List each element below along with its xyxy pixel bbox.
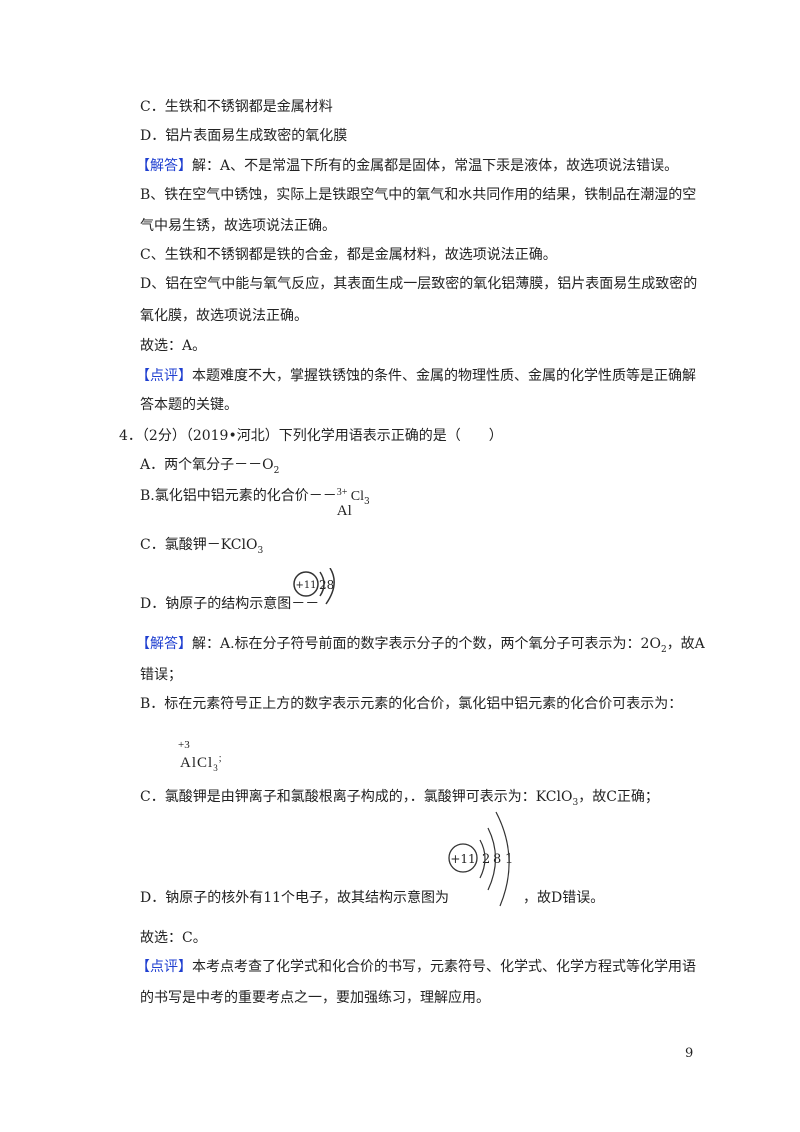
q4-option-c: C．氯酸钾－KClO3 bbox=[140, 536, 263, 560]
comment1: 【点评】本题难度不大，掌握铁锈蚀的条件、金属的物理性质、金属的化学性质等是正确解 bbox=[136, 367, 696, 385]
answer-a: 【解答】解：A、不是常温下所有的金属都是固体，常温下汞是液体，故选项说法错误。 bbox=[136, 157, 678, 175]
formula-valence: +3 bbox=[178, 739, 190, 751]
q4-answer-b: B．标在元素符号正上方的数字表示元素的化合价，氯化铝中铝元素的化合价可表示为： bbox=[140, 696, 683, 712]
sodium-ion-diagram-small: +11 28 bbox=[293, 568, 335, 605]
q4-comment1: 【点评】本考点考查了化学式和化合价的书写，元素符号、化学式、化学方程式等化学用语 bbox=[136, 958, 696, 976]
q4-answer-a2: 错误； bbox=[140, 667, 182, 683]
answer-tag: 【解答】 bbox=[136, 636, 192, 652]
q4-stem: 4．（2分）（2019•河北）下列化学用语表示正确的是（ ） bbox=[119, 428, 503, 444]
valence-formula: 3+ Al bbox=[337, 487, 352, 519]
q4-option-a: A．两个氧分子－－O2 bbox=[140, 456, 279, 480]
answer-tag: 【解答】 bbox=[136, 158, 192, 174]
nucleus-label: +11 bbox=[450, 852, 475, 866]
sub: 2 bbox=[660, 644, 667, 655]
sodium-atom-diagram: +11 2 8 1 bbox=[448, 811, 513, 907]
q4-comment2: 的书写是中考的重要考点之一，要加强练习，理解应用。 bbox=[140, 990, 490, 1006]
valence: 3+ bbox=[336, 487, 348, 498]
comment-text: 本题难度不大，掌握铁锈蚀的条件、金属的物理性质、金属的化学性质等是正确解 bbox=[192, 368, 696, 384]
answer-b1: B、铁在空气中锈蚀，实际上是铁跟空气中的氧气和水共同作用的结果，铁制品在潮湿的空 bbox=[140, 187, 697, 203]
shell-label: 28 bbox=[319, 578, 334, 592]
text: 解：A.标在分子符号前面的数字表示分子的个数，两个氧分子可表示为：2O bbox=[192, 636, 661, 652]
q4-option-b: B.氯化铝中铝元素的化合价－－3+ Al Cl3 bbox=[140, 487, 370, 519]
q4-answer-c: C．氯酸钾是由钾离子和氯酸根离子构成的，．氯酸钾可表示为：KClO3，故C正确； bbox=[140, 788, 659, 812]
comment-text: 本考点考查了化学式和化合价的书写，元素符号、化学式、化学方程式等化学用语 bbox=[192, 959, 696, 975]
q4-option-d: D．钠原子的结构示意图－－ bbox=[140, 596, 320, 612]
end: ; bbox=[218, 753, 223, 764]
text: A．两个氧分子－－O bbox=[140, 457, 274, 473]
text-end: ，故C正确； bbox=[578, 789, 659, 805]
text: D．钠原子的核外有11个电子，故其结构示意图为 bbox=[140, 890, 450, 906]
q4-choice: 故选：C。 bbox=[140, 930, 207, 946]
q4-answer-a1: 【解答】解：A.标在分子符号前面的数字表示分子的个数，两个氧分子可表示为：2O2… bbox=[136, 635, 705, 659]
text: C．氯酸钾是由钾离子和氯酸根离子构成的，．氯酸钾可表示为：KClO bbox=[140, 789, 573, 805]
sub: 3 bbox=[213, 763, 219, 773]
comment2: 答本题的关键。 bbox=[140, 397, 238, 413]
option-c: C．生铁和不锈钢都是金属材料 bbox=[140, 99, 333, 115]
answer-text: 解：A、不是常温下所有的金属都是固体，常温下汞是液体，故选项说法错误。 bbox=[192, 158, 679, 174]
text: C．氯酸钾－KClO bbox=[140, 537, 258, 553]
q4-answer-d: D．钠原子的核外有11个电子，故其结构示意图为 ，故D错误。 bbox=[140, 889, 604, 907]
text-end: ，故D错误。 bbox=[523, 890, 605, 906]
choice: 故选：A。 bbox=[140, 338, 207, 354]
sub: 2 bbox=[273, 465, 280, 476]
answer-c: C、生铁和不锈钢都是铁的合金，都是金属材料，故选项说法正确。 bbox=[140, 247, 557, 263]
sub: 3 bbox=[363, 496, 370, 507]
comment-tag: 【点评】 bbox=[136, 368, 192, 384]
sub: 3 bbox=[572, 797, 579, 808]
shell-1: 2 bbox=[482, 852, 490, 867]
nucleus-label: +11 bbox=[295, 580, 316, 591]
shell-2: 8 bbox=[493, 852, 501, 867]
text: B.氯化铝中铝元素的化合价－－ bbox=[140, 488, 337, 504]
answer-b2: 气中易生锈，故选项说法正确。 bbox=[140, 218, 336, 234]
sub: 3 bbox=[257, 545, 264, 556]
comment-tag: 【点评】 bbox=[136, 959, 192, 975]
formula: AlCl3; bbox=[180, 750, 222, 777]
formula-text: AlCl bbox=[180, 755, 214, 771]
answer-d1: D、铝在空气中能与氧气反应，其表面生成一层致密的氧化铝薄膜，铝片表面易生成致密的 bbox=[140, 276, 698, 292]
text-end: ，故A bbox=[666, 636, 705, 652]
option-d: D．铝片表面易生成致密的氧化膜 bbox=[140, 128, 348, 144]
rest: Cl bbox=[350, 489, 364, 504]
answer-d2: 氧化膜，故选项说法正确。 bbox=[140, 308, 308, 324]
page-number: 9 bbox=[685, 1046, 694, 1061]
element: Al bbox=[336, 503, 352, 519]
